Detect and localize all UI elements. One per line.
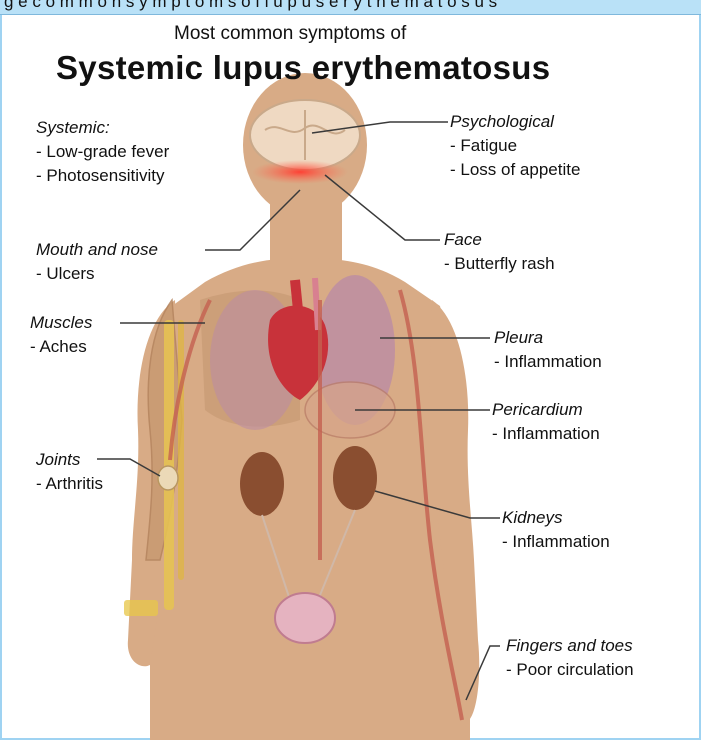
label-fingers-toes-item: - Poor circulation: [506, 658, 634, 682]
label-face-heading: Face: [444, 228, 482, 252]
label-systemic-heading: Systemic:: [36, 116, 110, 140]
label-pleura-heading: Pleura: [494, 326, 543, 350]
label-face-item: - Butterfly rash: [444, 252, 555, 276]
brain-icon: [250, 100, 360, 170]
label-muscles-heading: Muscles: [30, 311, 92, 335]
label-joints-heading: Joints: [36, 448, 80, 472]
subtitle: Most common symptoms of: [174, 22, 406, 46]
label-psychological-item: - Loss of appetite: [450, 158, 580, 182]
label-joints-item: - Arthritis: [36, 472, 103, 496]
label-psychological-heading: Psychological: [450, 110, 554, 134]
bladder: [275, 593, 335, 643]
label-systemic-item: - Low-grade fever: [36, 140, 169, 164]
label-pleura-item: - Inflammation: [494, 350, 602, 374]
butterfly-rash: [252, 160, 348, 184]
label-pericardium-heading: Pericardium: [492, 398, 583, 422]
label-muscles-item: - Aches: [30, 335, 87, 359]
label-systemic-item: - Photosensitivity: [36, 164, 165, 188]
page-title: Systemic lupus erythematosus: [56, 50, 550, 86]
label-kidneys-heading: Kidneys: [502, 506, 562, 530]
label-mouth-nose-heading: Mouth and nose: [36, 238, 158, 262]
label-kidneys-item: - Inflammation: [502, 530, 610, 554]
label-fingers-toes-heading: Fingers and toes: [506, 634, 633, 658]
label-psychological-item: - Fatigue: [450, 134, 517, 158]
label-pericardium-item: - Inflammation: [492, 422, 600, 446]
label-mouth-nose-item: - Ulcers: [36, 262, 95, 286]
